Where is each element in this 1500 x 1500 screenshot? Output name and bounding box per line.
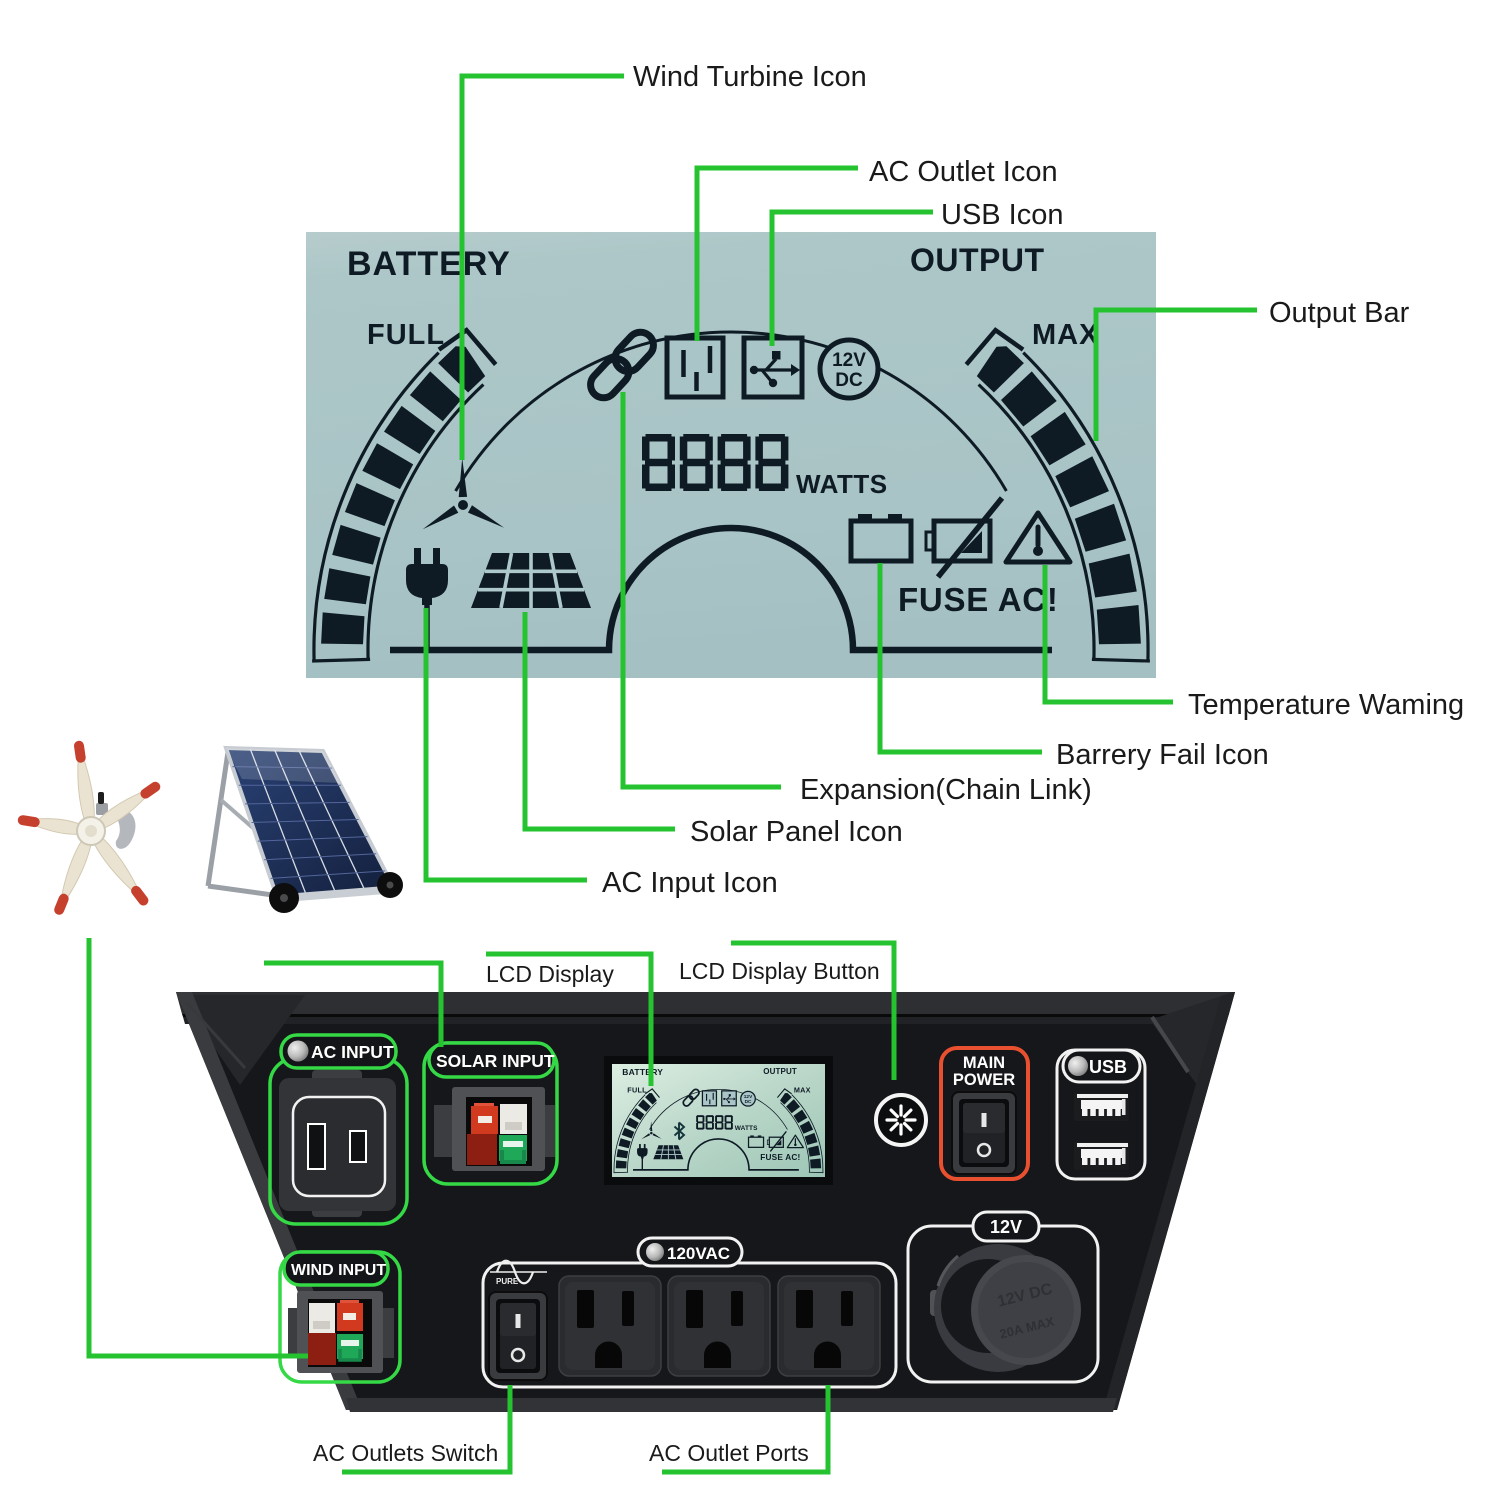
svg-text:AC Outlet Ports: AC Outlet Ports xyxy=(649,1440,809,1466)
svg-text:12V: 12V xyxy=(744,1094,753,1100)
svg-text:FUSE AC!: FUSE AC! xyxy=(898,581,1059,618)
svg-text:DC: DC xyxy=(835,370,863,391)
svg-text:FULL: FULL xyxy=(627,1085,647,1094)
svg-text:FUSE AC!: FUSE AC! xyxy=(760,1152,800,1162)
svg-text:MAIN: MAIN xyxy=(963,1054,1005,1072)
svg-text:12V: 12V xyxy=(832,350,866,371)
svg-text:MAX: MAX xyxy=(1032,319,1099,351)
svg-text:OUTPUT: OUTPUT xyxy=(910,242,1045,278)
svg-text:WIND INPUT: WIND INPUT xyxy=(291,1262,386,1279)
svg-text:LCD Display Button: LCD Display Button xyxy=(679,958,880,984)
svg-text:USB Icon: USB Icon xyxy=(941,199,1064,231)
svg-text:AC Input Icon: AC Input Icon xyxy=(602,867,778,899)
svg-text:USB: USB xyxy=(1089,1057,1127,1077)
svg-text:AC Outlets Switch: AC Outlets Switch xyxy=(313,1440,498,1466)
svg-text:120VAC: 120VAC xyxy=(667,1244,730,1263)
svg-text:12V: 12V xyxy=(990,1217,1022,1237)
svg-text:Solar Panel Icon: Solar Panel Icon xyxy=(690,816,903,848)
svg-text:BATTERY: BATTERY xyxy=(347,245,511,283)
svg-text:AC INPUT: AC INPUT xyxy=(311,1042,394,1062)
svg-text:Wind Turbine Icon: Wind Turbine Icon xyxy=(633,61,867,93)
svg-text:WATTS: WATTS xyxy=(735,1125,758,1132)
svg-text:POWER: POWER xyxy=(953,1071,1015,1089)
svg-text:OUTPUT: OUTPUT xyxy=(763,1067,797,1076)
svg-text:LCD Display: LCD Display xyxy=(486,961,614,987)
svg-text:Expansion(Chain Link): Expansion(Chain Link) xyxy=(800,774,1092,806)
svg-text:Barrery Fail Icon: Barrery Fail Icon xyxy=(1056,739,1269,771)
svg-text:SOLAR INPUT: SOLAR INPUT xyxy=(436,1051,555,1071)
svg-text:WATTS: WATTS xyxy=(796,469,888,499)
svg-text:PURE: PURE xyxy=(496,1277,519,1286)
svg-text:DC: DC xyxy=(745,1099,752,1105)
svg-text:BATTERY: BATTERY xyxy=(622,1067,663,1077)
svg-text:AC Outlet Icon: AC Outlet Icon xyxy=(869,156,1058,188)
svg-text:MAX: MAX xyxy=(794,1085,811,1094)
svg-text:Output Bar: Output Bar xyxy=(1269,297,1410,329)
svg-text:FULL: FULL xyxy=(367,319,445,351)
svg-text:Temperature Waming: Temperature Waming xyxy=(1188,689,1464,721)
